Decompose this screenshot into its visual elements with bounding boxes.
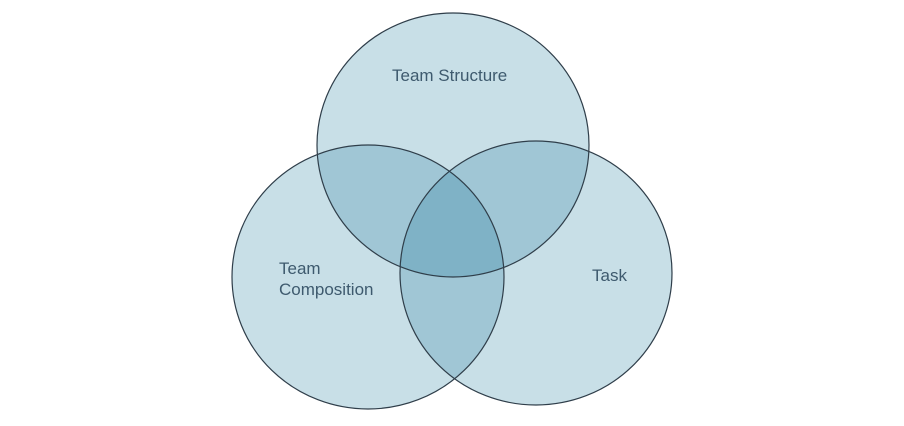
label-team-structure: Team Structure bbox=[392, 66, 508, 85]
outline-team-composition bbox=[231, 144, 505, 410]
label-team-composition: Team Composition bbox=[279, 258, 374, 300]
overlap-center bbox=[400, 145, 504, 277]
label-team-composition-line-1: Team bbox=[279, 259, 321, 278]
label-task: Task bbox=[592, 266, 627, 285]
outline-team-structure bbox=[316, 12, 590, 278]
label-team-composition-line-2: Composition bbox=[279, 280, 374, 299]
outline-task bbox=[399, 140, 673, 406]
